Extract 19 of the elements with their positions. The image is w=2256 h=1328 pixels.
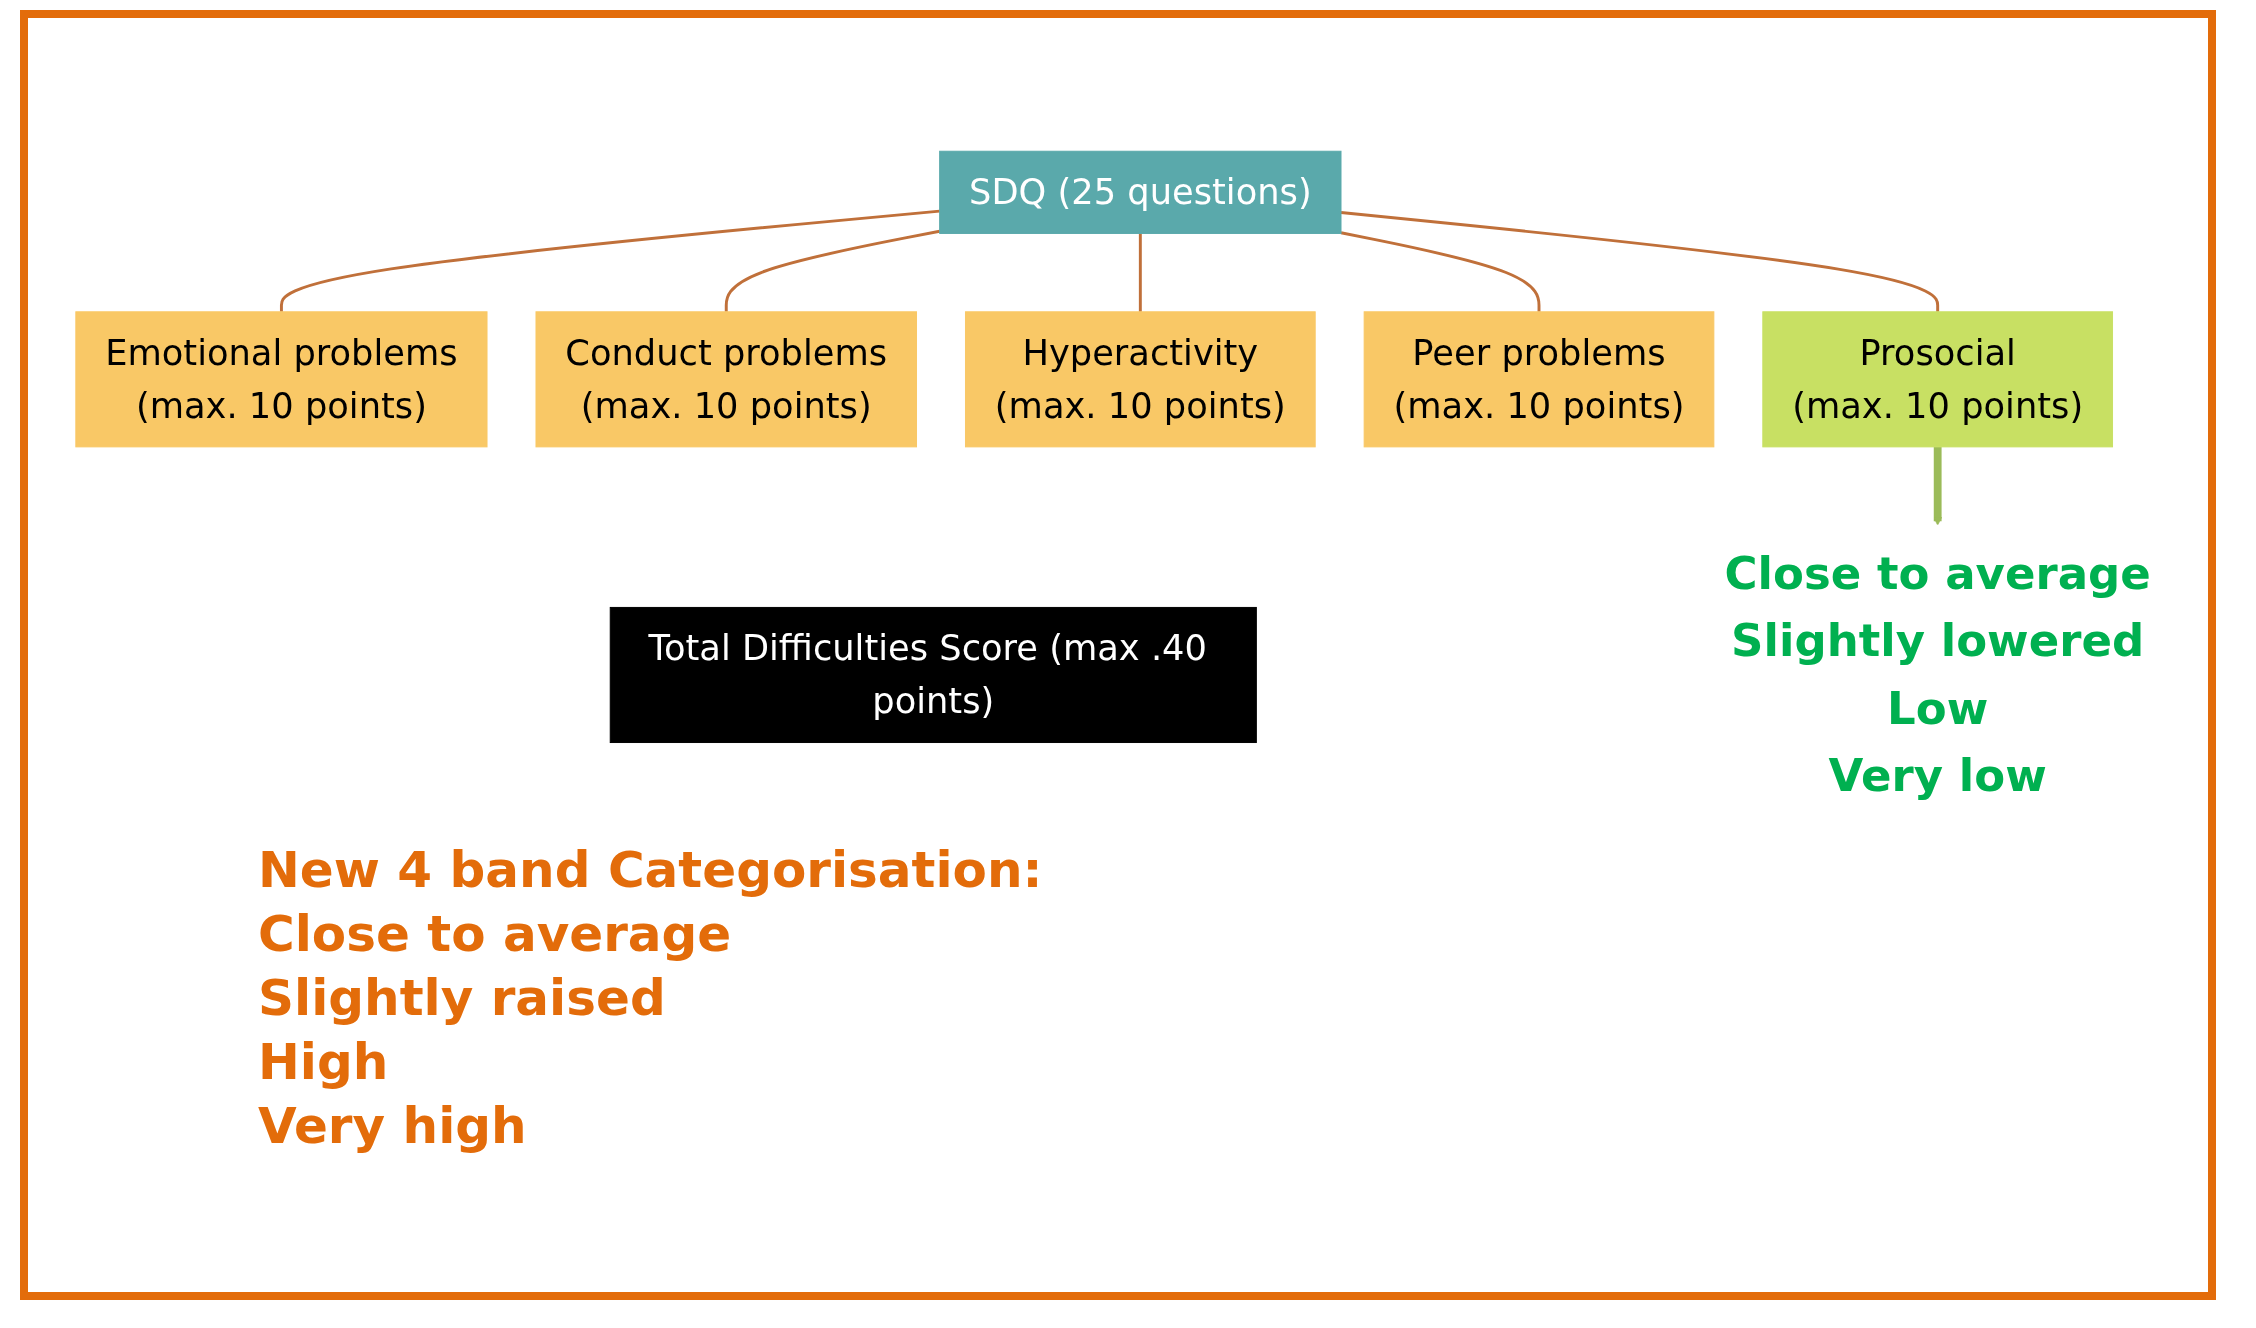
node-box: SDQ (25 questions) [939, 150, 1342, 234]
node-box: Emotional problems (max. 10 points) [75, 311, 488, 448]
connector [1340, 231, 1541, 312]
node-box: Conduct problems (max. 10 points) [535, 311, 917, 448]
node-box: Total Difficulties Score (max .40 points) [609, 606, 1257, 743]
node-text: Close to average Slightly lowered Low Very low [1724, 546, 2151, 803]
connector [1138, 233, 1142, 312]
category-text: High [258, 1032, 390, 1093]
connector [1340, 211, 1940, 312]
connector [279, 209, 940, 312]
connector [724, 229, 940, 312]
category-text: Slightly raised [258, 968, 667, 1029]
category-text: Very high [258, 1096, 528, 1157]
category-text: Close to average [258, 904, 733, 965]
node-box: Prosocial (max. 10 points) [1762, 311, 2113, 448]
category-text: New 4 band Categorisation: [258, 840, 1043, 901]
arrow [1933, 446, 1942, 526]
node-box: Hyperactivity (max. 10 points) [965, 311, 1316, 448]
node-box: Peer problems (max. 10 points) [1363, 311, 1715, 448]
